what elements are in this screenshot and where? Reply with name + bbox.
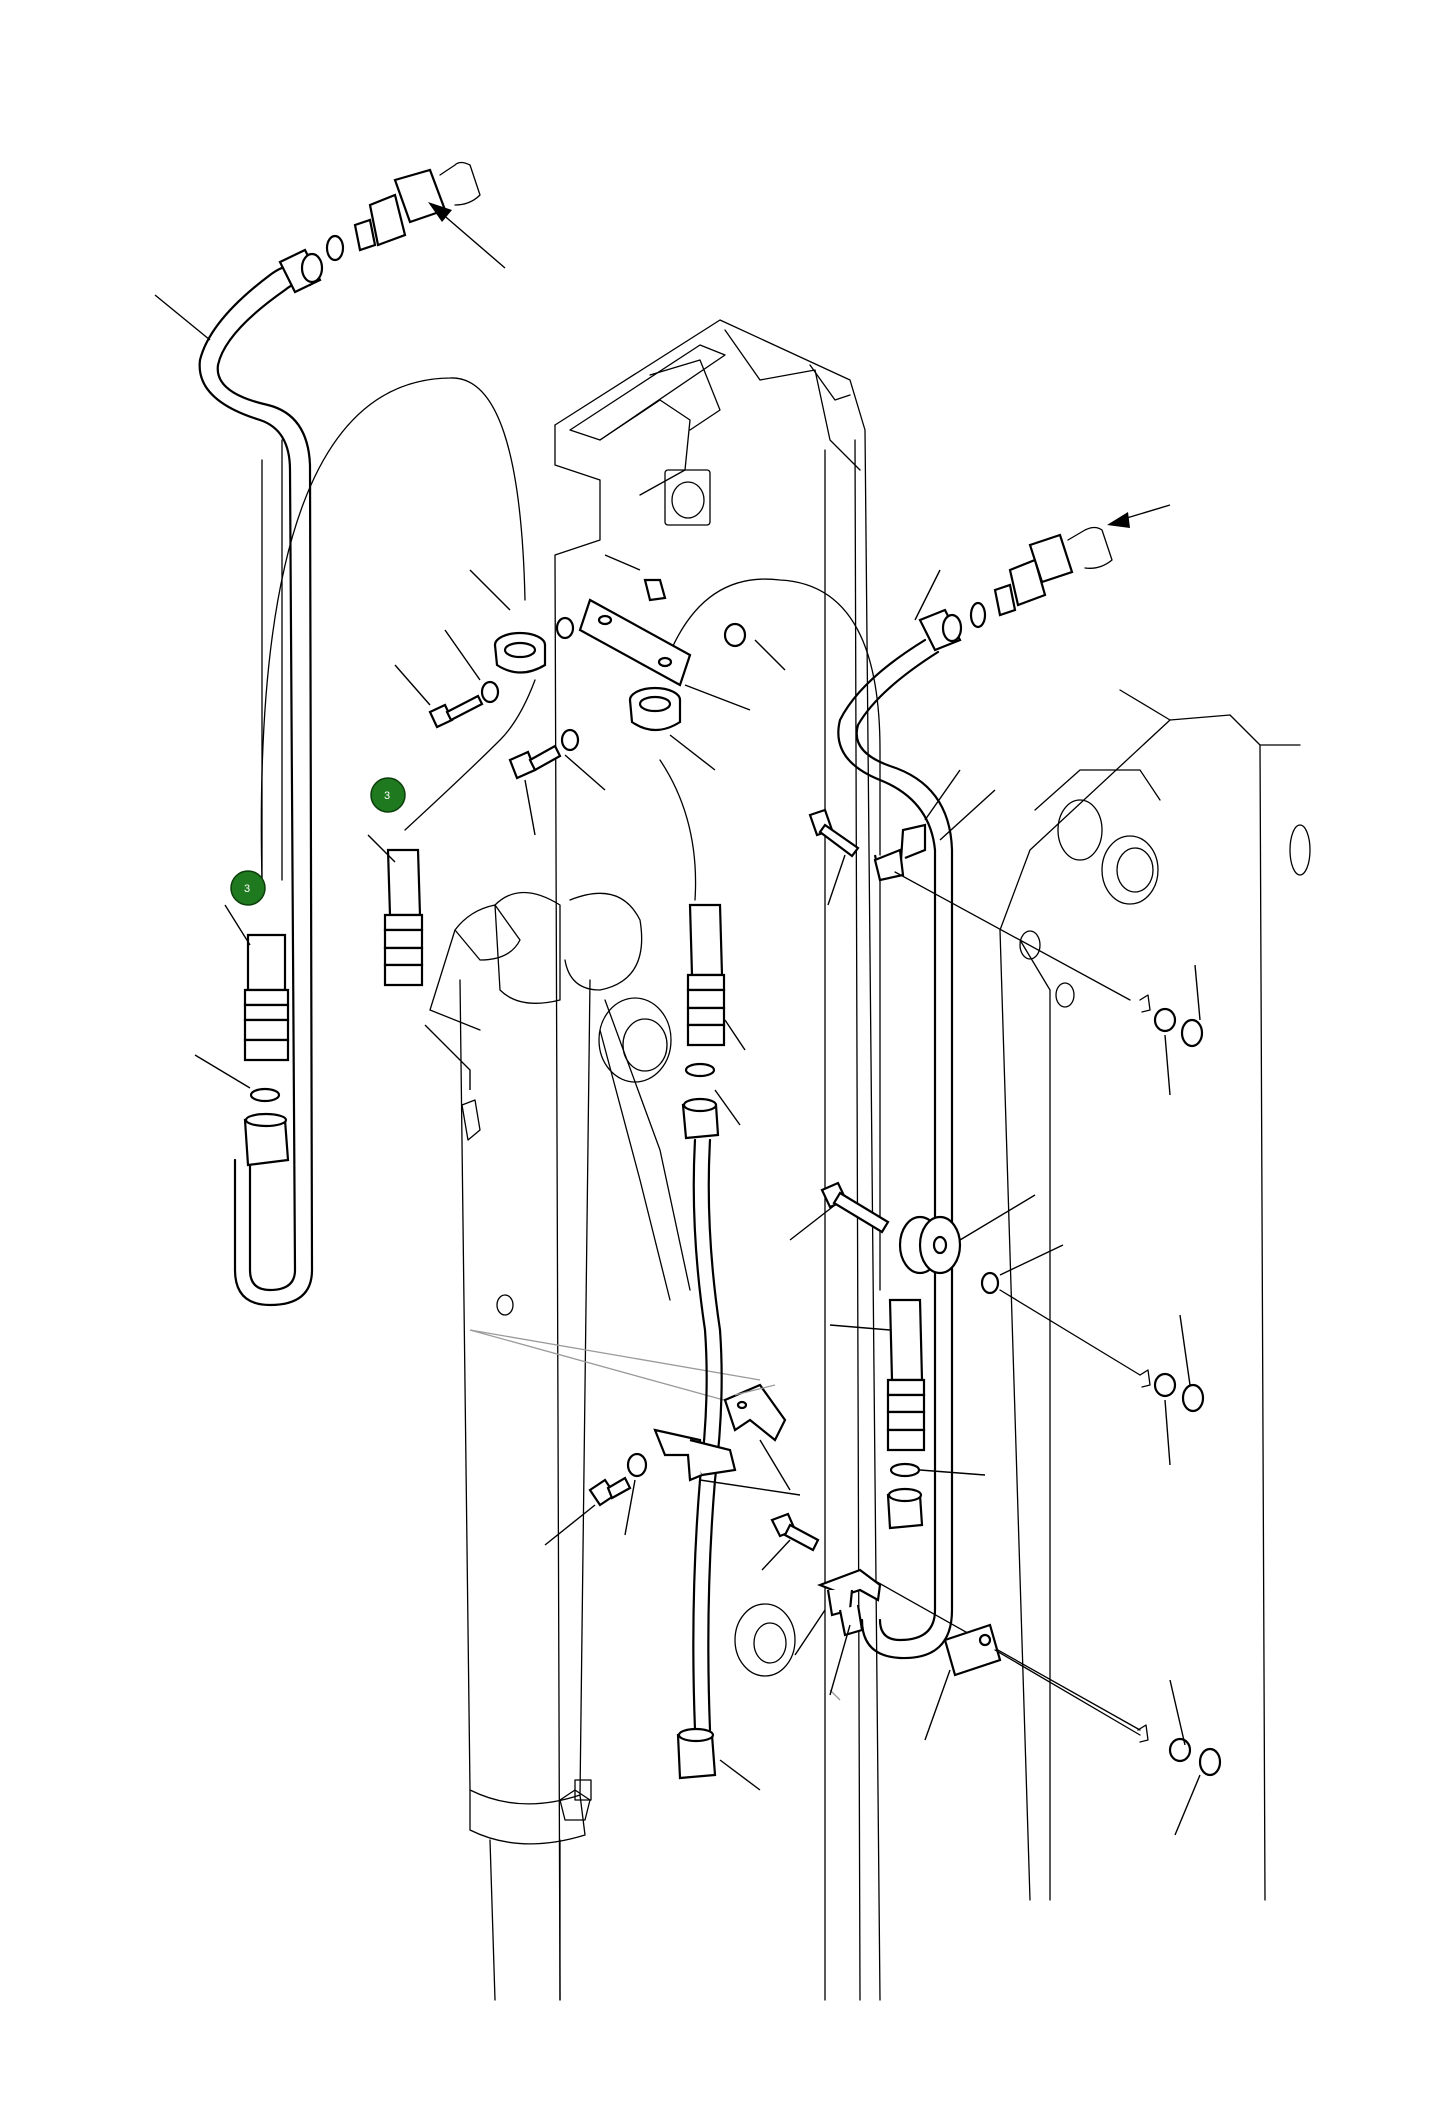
grommet-right [898, 1215, 962, 1275]
flow-arrow-top [439, 211, 506, 269]
hose-fitting-left [243, 933, 290, 1062]
pivot-boss [1057, 799, 1103, 861]
callout-circle-icon [230, 870, 266, 906]
o-ring [249, 1087, 281, 1103]
bolt-right-lower [770, 1512, 820, 1552]
washer [626, 1452, 648, 1478]
washer [560, 728, 580, 752]
o-ring [684, 1062, 716, 1078]
clamp-center-upper [723, 1383, 787, 1442]
bolt-left [428, 694, 484, 729]
pivot-boss [1101, 835, 1159, 905]
center-tube-assembly [367, 834, 801, 1791]
bolt-clamp [588, 1476, 632, 1507]
pipe-clamp-right-upper [873, 823, 927, 882]
pipe-nut-lower-left [243, 1112, 290, 1167]
boom-structure [429, 319, 1311, 2001]
o-ring [889, 1462, 921, 1478]
center-clamps [260, 377, 881, 1291]
bolt-right-middle [820, 1181, 890, 1234]
nut-washer-1 [1139, 994, 1204, 1048]
hose-fitting-center [686, 903, 726, 1047]
pipe-nut-top-left [278, 248, 324, 294]
o-ring [969, 601, 987, 629]
boom-window [664, 469, 711, 526]
washer [480, 680, 500, 704]
spacer-plate [943, 1623, 1002, 1677]
arrow-head-icon [428, 202, 452, 222]
pipe-nut-right-lower [886, 1487, 924, 1530]
grommet-upper [493, 631, 547, 674]
nut-washer-3 [1137, 1724, 1222, 1777]
clamp-center-lower [653, 1428, 737, 1482]
clamp-plate [578, 598, 692, 687]
callout-badge-middle: 3 [370, 777, 406, 813]
bolt-center [508, 744, 562, 780]
pipe-clamp-right-lower [816, 1568, 882, 1637]
nut-washer-2 [1139, 1369, 1205, 1413]
callout-label: 3 [244, 883, 250, 895]
washer [980, 1271, 1000, 1295]
washer [555, 616, 575, 640]
pipe-nut-bottom-center [676, 1727, 717, 1780]
o-ring [325, 234, 345, 262]
callout-badge-left: 3 [230, 870, 266, 906]
nut [643, 578, 667, 602]
bolt-right-upper [808, 808, 860, 858]
hose-fitting-center-left [383, 848, 424, 987]
left-pipe-assembly [154, 161, 506, 1307]
pipe-nut-top-right [918, 608, 963, 652]
adapter-fitting [353, 168, 447, 252]
grommet-lower [628, 686, 682, 732]
pipe-nut-center [681, 1097, 720, 1140]
callout-circle-icon [370, 777, 406, 813]
hose-fitting-right [886, 1298, 926, 1452]
callout-label: 3 [384, 790, 390, 802]
arrow-head-icon [1107, 512, 1130, 528]
nut [723, 622, 747, 648]
right-pipe-assembly [761, 504, 1222, 1836]
adapter-fitting-right [993, 533, 1074, 617]
